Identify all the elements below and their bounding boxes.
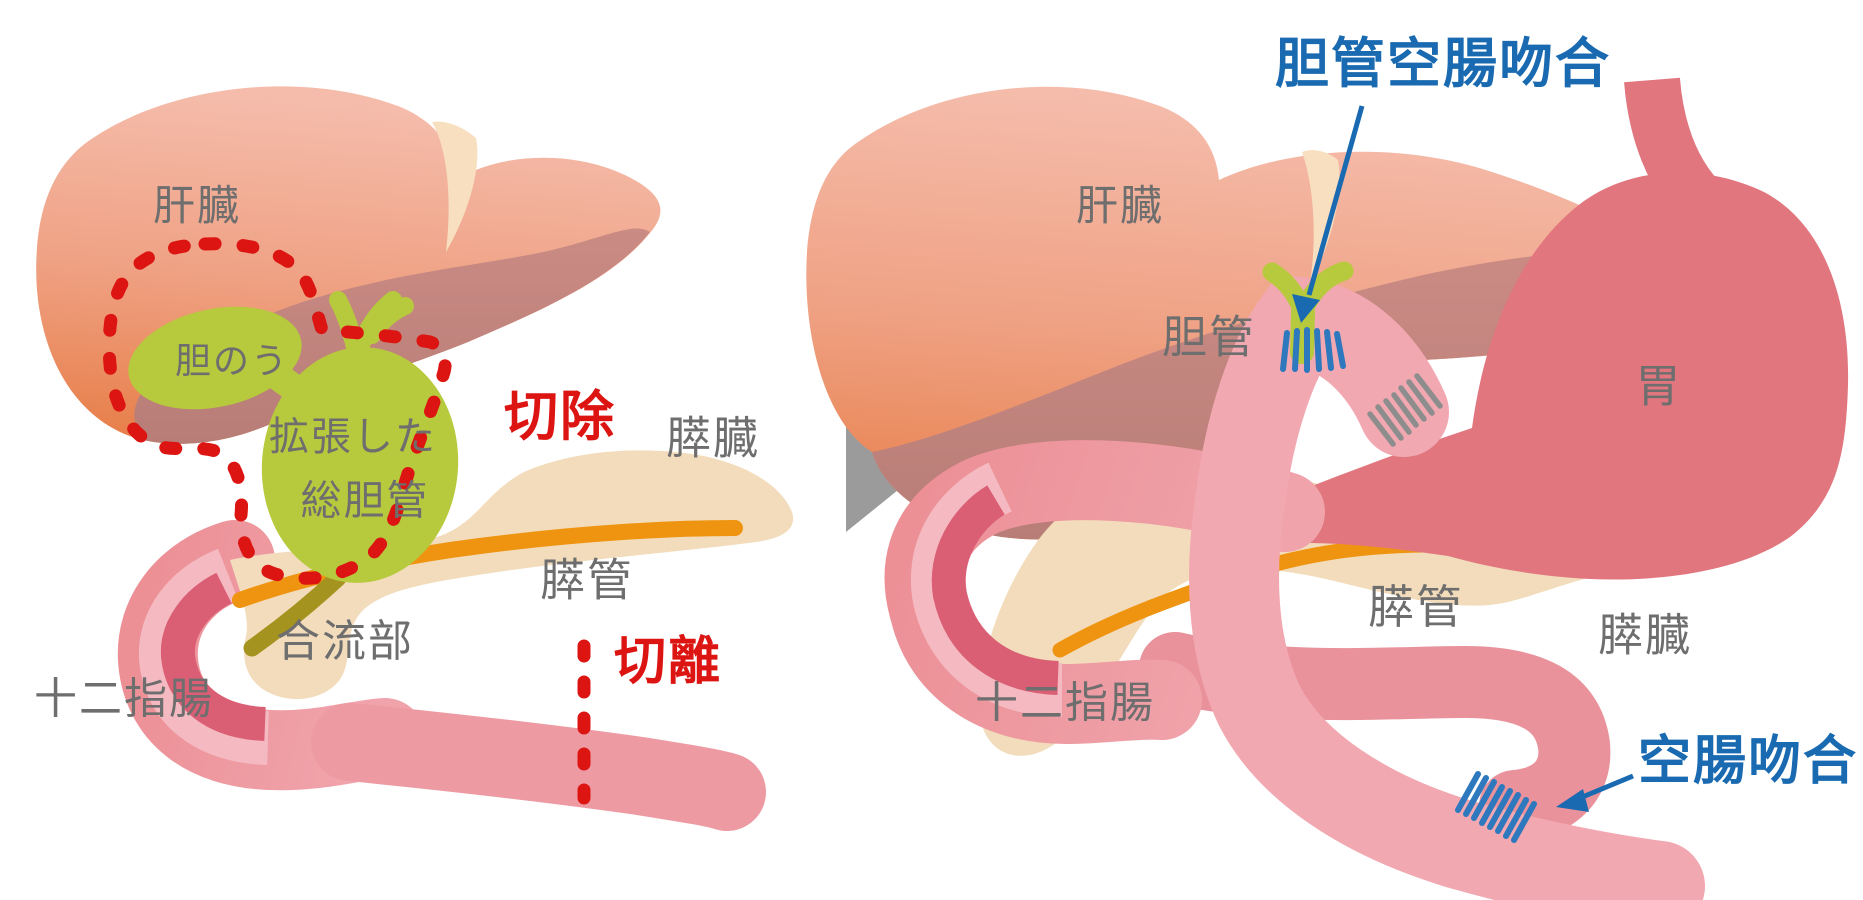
panel-after — [806, 77, 1849, 900]
label-junction: 合流部 — [276, 616, 414, 667]
label-gallbladder: 胆のう — [174, 341, 290, 382]
liver-fissure — [1302, 150, 1340, 284]
duodenum-lumen — [160, 572, 267, 741]
label-pancreatic-duct-after: 膵管 — [1368, 580, 1464, 634]
label-liver-after: 肝臓 — [1075, 181, 1165, 230]
hepaticojejunostomy-arrow-icon — [1292, 105, 1365, 323]
pancreas-shape — [230, 450, 794, 700]
label-dilated-bile-duct-2: 総胆管 — [300, 476, 430, 525]
hepaticojejunostomy-suture-icon — [1280, 327, 1346, 373]
jejunojejunostomy-arrow-icon — [1556, 773, 1634, 812]
excision-dashed-outline — [102, 237, 452, 585]
label-liver-before: 肝臓 — [152, 181, 242, 230]
panel-before — [36, 86, 794, 831]
junction-duct — [243, 569, 347, 657]
label-transection: 切離 — [613, 632, 723, 692]
liver-fissure — [432, 121, 478, 252]
stomach-shape — [1258, 172, 1849, 580]
label-excision: 切除 — [504, 385, 616, 448]
label-bile-duct: 胆管 — [1161, 310, 1257, 364]
label-duodenum-before: 十二指腸 — [34, 674, 214, 725]
label-duodenum-after: 十二指腸 — [975, 678, 1155, 729]
duodenum-lumen — [931, 485, 1060, 695]
label-dilated-bile-duct-1: 拡張した — [269, 414, 437, 460]
jejunojejunostomy-suture-icon — [1455, 771, 1537, 843]
label-pancreas-before: 膵臓 — [665, 411, 761, 465]
label-pancreatic-duct-before: 膵管 — [539, 553, 635, 607]
staple-line-icon — [1367, 373, 1443, 447]
label-hepaticojejunostomy: 胆管空腸吻合 — [1275, 32, 1611, 95]
label-jejunojejunostomy: 空腸吻合 — [1638, 730, 1858, 792]
dilated-bile-duct-shape — [261, 347, 459, 583]
jejunum-tube — [311, 703, 766, 831]
label-pancreas-after: 膵臓 — [1597, 608, 1693, 662]
label-stomach: 胃 — [1635, 359, 1683, 413]
gallbladder-shape — [128, 306, 302, 410]
hepatic-duct-branches — [329, 291, 414, 365]
